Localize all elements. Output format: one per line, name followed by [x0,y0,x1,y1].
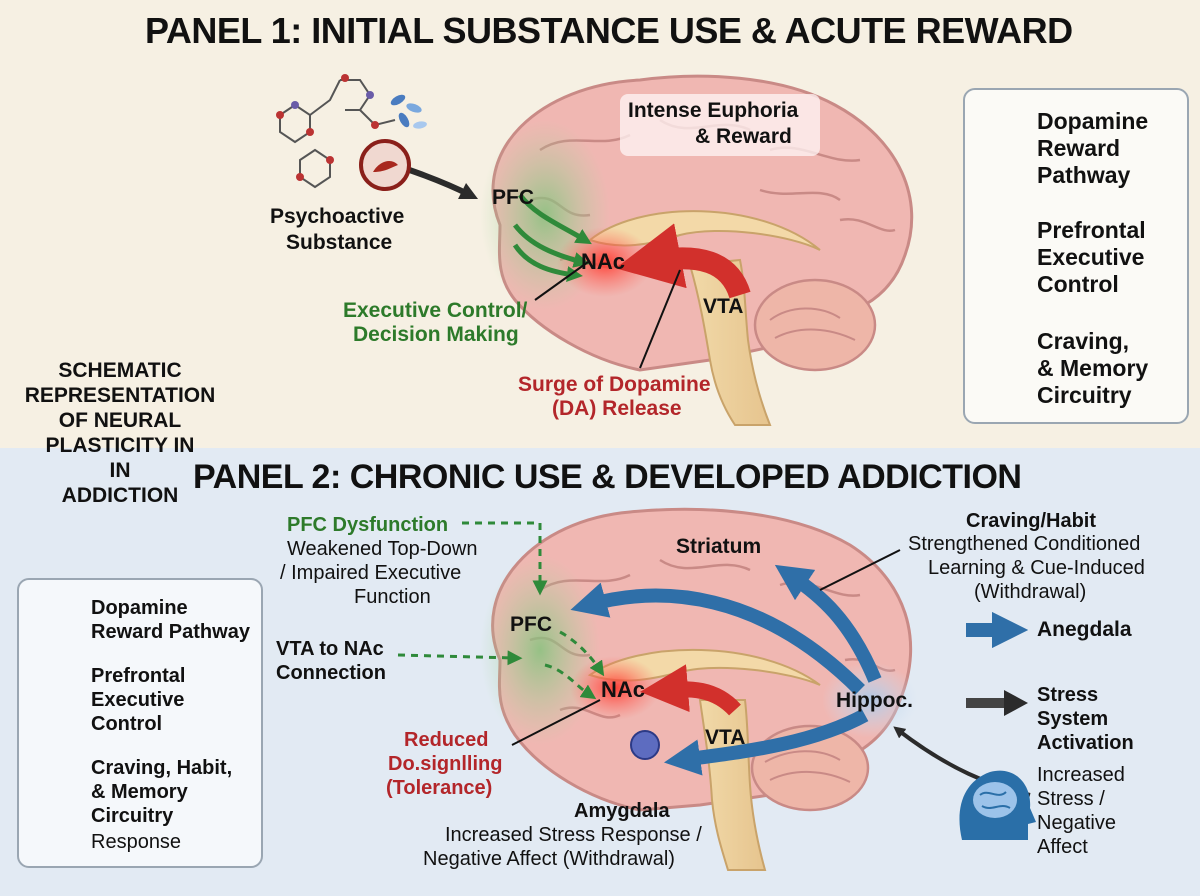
striatum-label: Striatum [676,535,762,558]
stress-line-2: System [1037,708,1109,730]
side-label-line: REPRESENTATION [24,384,216,407]
stress-desc-line-3: Negative [1037,812,1116,834]
side-label-line: PLASTICITY IN [45,434,195,457]
legend-2-item-prefrontal: Prefrontal Executive Control [91,664,185,736]
amygdala-line-2: Negative Affect (Withdrawal) [423,848,675,870]
side-label-line: ADDICTION [61,484,179,507]
substance-line-2: Substance [286,231,393,254]
legend-2-label: Dopamine Reward Pathway [91,597,250,643]
craving-line-1: Strengthened Conditioned [908,533,1141,555]
pfc-label-1: PFC [492,186,534,209]
reduced-line-3: (Tolerance) [386,777,493,799]
legend-1-item-craving: Craving, & Memory Circuitry [1037,328,1148,409]
legend-panel-1: Dopamine Reward Pathway Prefrontal Execu… [963,88,1189,424]
legend-2-label: Prefrontal Executive Control [91,665,186,735]
pfc-label-2: PFC [510,613,552,636]
legend-1-label: Prefrontal Executive Control [1037,217,1146,297]
legend-panel-2: Dopamine Reward Pathway Prefrontal Execu… [17,578,263,868]
legend-2-item-craving: Craving, Habit, & Memory Circuitry [91,756,232,828]
legend-1-item-prefrontal: Prefrontal Executive Control [1037,217,1146,298]
craving-title: Craving/Habit [966,510,1097,532]
stress-desc-line-1: Increased [1037,764,1125,786]
vta-label-2: VTA [705,726,746,749]
nac-label-1: NAc [581,249,626,274]
stress-line-3: Activation [1037,732,1134,754]
right-blue-label: Anegdala [1037,618,1132,641]
euphoria-line-1: Intense Euphoria [628,99,799,122]
reduced-line-2: Do.signlling [388,753,503,775]
pfc-dysfunction-title: PFC Dysfunction [287,514,449,536]
legend-2-label: Craving, Habit, & Memory Circuitry [91,757,233,827]
vta-label-1: VTA [703,295,744,318]
stress-arrow-icon [966,690,1028,716]
amygdala-title: Amygdala [574,800,670,822]
legend-2-extra: Response [91,831,182,853]
side-label-line: OF NEURAL [58,409,182,432]
legend-2-item-dopamine: Dopamine Reward Pathway [91,596,250,644]
pfc-dysfunction-line-1: Weakened Top-Down [287,538,478,560]
stress-desc-line-2: Stress / [1037,788,1105,810]
craving-line-3: (Withdrawal) [974,581,1087,603]
legend-1-label: Craving, & Memory Circuitry [1037,328,1149,408]
vta-nac-line-1: VTA to NAc [276,638,384,660]
vta-nac-line-2: Connection [276,662,386,684]
panel-2-title: PANEL 2: CHRONIC USE & DEVELOPED ADDICTI… [193,458,1022,496]
exec-control-line-2: Decision Making [353,323,519,346]
substance-line-1: Psychoactive [270,205,405,228]
side-label: SCHEMATIC REPRESENTATION OF NEURAL PLAST… [0,358,240,508]
stress-desc-line-4: Affect [1037,836,1088,858]
amygdala-line-1: Increased Stress Response / [445,824,702,846]
reduced-line-1: Reduced [404,729,489,751]
stress-line-1: Stress [1037,684,1099,706]
pill-capsules-icon [390,94,427,129]
legend-1-item-dopamine: Dopamine Reward Pathway [1037,108,1148,189]
side-label-line: IN [109,459,131,482]
nac-label-2: NAc [601,677,646,702]
craving-line-2: Learning & Cue-Induced [928,557,1145,579]
hippoc-label: Hippoc. [836,689,913,712]
brain-panel-2 [397,507,1036,871]
euphoria-box [620,94,820,156]
euphoria-line-2: & Reward [695,125,792,148]
legend-1-label: Dopamine Reward Pathway [1037,108,1149,188]
side-label-line: SCHEMATIC [58,359,182,382]
head-brain-icon [959,770,1036,840]
surge-line-1: Surge of Dopamine [518,373,711,396]
surge-line-2: (DA) Release [552,397,682,420]
exec-control-line-1: Executive Control/ [343,299,528,322]
substance-drop-icon [359,139,411,191]
pfc-dysfunction-line-3: Function [354,586,431,608]
pfc-dysfunction-line-2: / Impaired Executive [280,562,462,584]
panel-1-title: PANEL 1: INITIAL SUBSTANCE USE & ACUTE R… [145,10,1073,51]
